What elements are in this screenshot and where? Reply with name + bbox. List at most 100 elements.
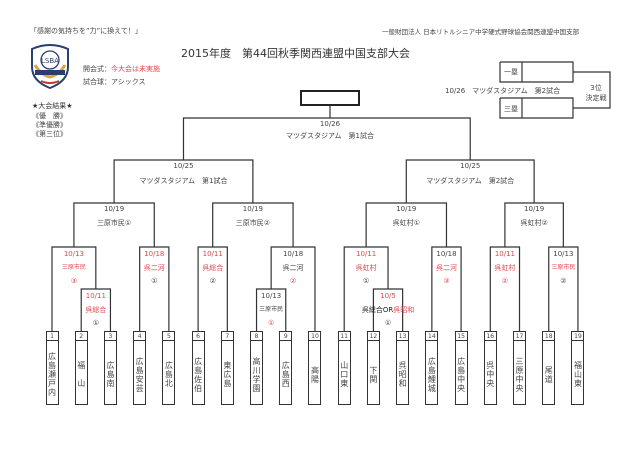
third-place-label-1: 3位 xyxy=(590,84,602,92)
third-place-connector xyxy=(573,71,611,109)
match-date: 10/13 xyxy=(553,250,574,258)
match-result-mark: ① xyxy=(92,319,99,327)
match-date: 10/18 xyxy=(436,250,457,258)
match-result-mark: ③ xyxy=(443,277,450,285)
team-name[interactable]: 呉中央 xyxy=(483,341,497,405)
opening-label: 開会式： xyxy=(83,65,111,73)
quarter-date: 10/19 xyxy=(103,205,125,213)
match-18-19 xyxy=(548,246,579,331)
champion-box xyxy=(300,90,360,106)
quarter-date: 10/19 xyxy=(396,205,417,213)
match-result-mark: ② xyxy=(560,277,567,285)
match-venue: 呉総合OR呉昭和 xyxy=(362,307,414,314)
match-venue: 呉総合 xyxy=(85,306,107,314)
match-date: 10/11 xyxy=(85,292,106,300)
result-third: 《第三位》 xyxy=(32,130,67,138)
quarter-date: 10/19 xyxy=(524,205,545,213)
match-result-mark: ② xyxy=(209,277,216,285)
match-date: 10/11 xyxy=(494,250,515,258)
team-name[interactable]: 広島佐伯 xyxy=(191,341,205,405)
team-number: 16 xyxy=(483,331,497,341)
team-name[interactable]: 広島鯉城 xyxy=(425,341,439,405)
semi-date: 10/25 xyxy=(173,162,194,170)
semi-date: 10/25 xyxy=(460,162,481,170)
first-base-box xyxy=(499,61,574,83)
team-number: 17 xyxy=(513,331,527,341)
match-venue: 呉総合 xyxy=(202,264,224,272)
results-heading: ★大会結果★ xyxy=(32,102,73,110)
match-result-mark: ① xyxy=(268,319,275,327)
third-base-label: 三塁 xyxy=(504,105,518,113)
team-name[interactable]: 呉昭和 xyxy=(396,341,410,405)
team-number: 4 xyxy=(133,331,147,341)
opening-value: 今大会は未実施 xyxy=(111,65,160,73)
league-logo: LSBA xyxy=(29,43,71,89)
quarter-venue: 呉虹村① xyxy=(392,219,420,227)
match-venue: 呉虹村 xyxy=(355,264,377,272)
match-date: 10/11 xyxy=(202,250,223,258)
result-runner-up: 《準優勝》 xyxy=(32,121,67,129)
first-base-label: 一塁 xyxy=(504,68,518,76)
team-number: 9 xyxy=(279,331,293,341)
match-6-7 xyxy=(197,246,228,331)
team-number: 2 xyxy=(74,331,88,341)
team-name[interactable]: 広島西 xyxy=(279,341,293,405)
third-base-box xyxy=(499,97,574,119)
team-name[interactable]: 山口東 xyxy=(337,341,351,405)
team-name[interactable]: 三原中央 xyxy=(513,341,527,405)
match-venue: 呉二河 xyxy=(435,264,457,272)
venue-option-b: 呉昭和 xyxy=(393,306,415,314)
match-result-mark: ② xyxy=(289,277,297,285)
match-date: 10/18 xyxy=(144,250,165,258)
slogan: 「感謝の気持ちを”力”に換えて！」 xyxy=(30,27,142,35)
quarter-venue: 呉虹村② xyxy=(520,219,548,227)
venue-option-a: 呉総合OR xyxy=(361,306,394,314)
final xyxy=(182,117,471,160)
match-venue: 三原市民 xyxy=(551,264,576,271)
team-name[interactable]: 広島安芸 xyxy=(133,341,147,405)
team-name[interactable]: 尾道 xyxy=(542,341,556,405)
official-ball: 試合球：アシックス xyxy=(83,78,146,86)
organization-name: 一般財団法人 日本リトルシニア中学硬式野球協会関西連盟中国支部 xyxy=(382,28,580,36)
team-name[interactable]: 東広島 xyxy=(220,341,234,405)
match-result-mark: ① xyxy=(362,277,370,285)
third-place-label: 3位決定戦 xyxy=(584,83,608,103)
final-date: 10/26 xyxy=(319,120,341,128)
team-name[interactable]: 広島北 xyxy=(162,341,176,405)
team-name[interactable]: 広島中央 xyxy=(454,341,468,405)
quarter-venue: 三原市民② xyxy=(235,219,271,227)
match-date: 10/13 xyxy=(63,250,84,258)
match-date: 10/5 xyxy=(380,292,396,300)
team-name[interactable]: 高川学園 xyxy=(250,341,264,405)
match-date: 10/13 xyxy=(261,292,282,300)
team-name[interactable]: 下関 xyxy=(366,341,380,405)
match-result-mark: ③ xyxy=(70,277,78,285)
semi-venue: マツダスタジアム 第1試合 xyxy=(139,177,228,185)
match-date: 10/11 xyxy=(356,250,377,258)
match-venue: 三原市民 xyxy=(61,264,86,271)
team-name[interactable]: 福山東 xyxy=(571,341,585,405)
semi-venue: マツダスタジアム 第2試合 xyxy=(426,177,515,185)
team-number: 12 xyxy=(366,331,380,341)
team-name[interactable]: 広島南 xyxy=(103,341,117,405)
match-result-mark: ① xyxy=(384,319,392,327)
svg-text:LSBA: LSBA xyxy=(41,57,59,65)
third-place-label-2: 決定戦 xyxy=(585,94,607,102)
team-number: 6 xyxy=(191,331,205,341)
team-number: 11 xyxy=(337,331,351,341)
result-champion: 《優 勝》 xyxy=(32,112,67,120)
team-number: 13 xyxy=(396,331,410,341)
opening-ceremony: 開会式：今大会は未実施 xyxy=(83,64,160,74)
match-4-5 xyxy=(139,246,170,331)
team-name[interactable]: 高陽 xyxy=(308,341,322,405)
team-number: 18 xyxy=(542,331,556,341)
team-number: 10 xyxy=(308,331,322,341)
team-name[interactable]: 広島瀬戸内 xyxy=(45,341,59,405)
team-number: 8 xyxy=(250,331,264,341)
final-venue: マツダスタジアム 第1試合 xyxy=(286,132,374,140)
page-title: 2015年度 第44回秋季関西連盟中国支部大会 xyxy=(181,47,410,60)
team-name[interactable]: 福 山 xyxy=(74,341,88,405)
team-number: 14 xyxy=(425,331,439,341)
match-venue: 呉虹村 xyxy=(494,264,516,272)
